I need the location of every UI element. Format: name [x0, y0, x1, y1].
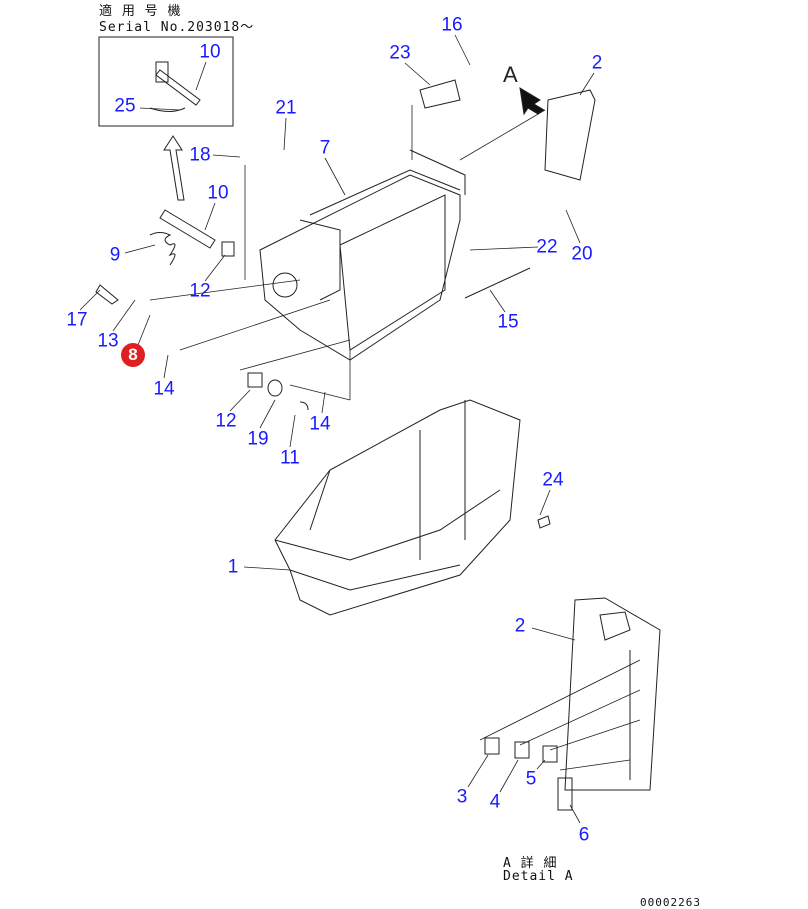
callout-22[interactable]: 22 [536, 236, 558, 258]
callout-1[interactable]: 1 [227, 556, 239, 578]
arrow-up [163, 135, 185, 201]
callout-17[interactable]: 17 [66, 309, 88, 331]
callout-2[interactable]: 2 [514, 615, 526, 637]
callout-10[interactable]: 10 [207, 182, 229, 204]
callout-9[interactable]: 9 [109, 244, 121, 266]
clip-11 [299, 401, 309, 411]
callout-16[interactable]: 16 [441, 14, 463, 36]
applicable-serial-jp: 適 用 号 機 [99, 4, 182, 19]
detail-label-jp: A 詳 細 [503, 856, 558, 871]
leader-lines [79, 34, 641, 824]
callout-18[interactable]: 18 [189, 144, 211, 166]
shaft-10-inset [149, 61, 201, 112]
relay-5 [542, 745, 558, 763]
controller-2 [544, 89, 596, 181]
callout-6[interactable]: 6 [578, 824, 590, 846]
callout-15[interactable]: 15 [497, 311, 519, 333]
view-arrow-icon [519, 87, 545, 116]
shaft-10 [159, 209, 216, 249]
screw-24 [537, 515, 551, 529]
spring-9 [149, 232, 176, 266]
callout-19[interactable]: 19 [247, 428, 269, 450]
callout-14[interactable]: 14 [153, 378, 175, 400]
callout-10[interactable]: 10 [199, 41, 221, 63]
bushing-12b [221, 241, 235, 257]
bushing-12 [247, 372, 263, 388]
view-marker: A [503, 62, 518, 87]
detail-label-en: Detail A [503, 869, 574, 884]
frame-7 [259, 149, 466, 361]
drawing-code: 00002263 [640, 896, 701, 909]
callout-2[interactable]: 2 [591, 52, 603, 74]
relay-4 [514, 741, 530, 759]
callout-21[interactable]: 21 [275, 97, 297, 119]
bracket-23 [419, 79, 461, 109]
callout-13[interactable]: 13 [97, 330, 119, 352]
callout-8-highlighted[interactable]: 8 [121, 343, 145, 367]
sensor-17 [95, 284, 119, 305]
relay-3 [484, 737, 500, 755]
cable-15 [464, 267, 531, 299]
fuse-6 [557, 777, 573, 811]
serial-number: Serial No.203018～ [99, 20, 255, 35]
callout-4[interactable]: 4 [489, 791, 501, 813]
callout-3[interactable]: 3 [456, 786, 468, 808]
callout-24[interactable]: 24 [542, 469, 564, 491]
callout-12[interactable]: 12 [189, 280, 211, 302]
washer-19 [267, 379, 283, 397]
cover-1 [274, 399, 521, 616]
serial-box [98, 36, 234, 127]
callout-12[interactable]: 12 [215, 410, 237, 432]
callout-20[interactable]: 20 [571, 243, 593, 265]
callout-5[interactable]: 5 [525, 768, 537, 790]
callout-23[interactable]: 23 [389, 42, 411, 64]
callout-14[interactable]: 14 [309, 413, 331, 435]
callout-25[interactable]: 25 [114, 95, 136, 117]
controller-2-detail [564, 597, 661, 791]
callout-11[interactable]: 11 [280, 447, 300, 469]
callout-7[interactable]: 7 [319, 137, 331, 159]
